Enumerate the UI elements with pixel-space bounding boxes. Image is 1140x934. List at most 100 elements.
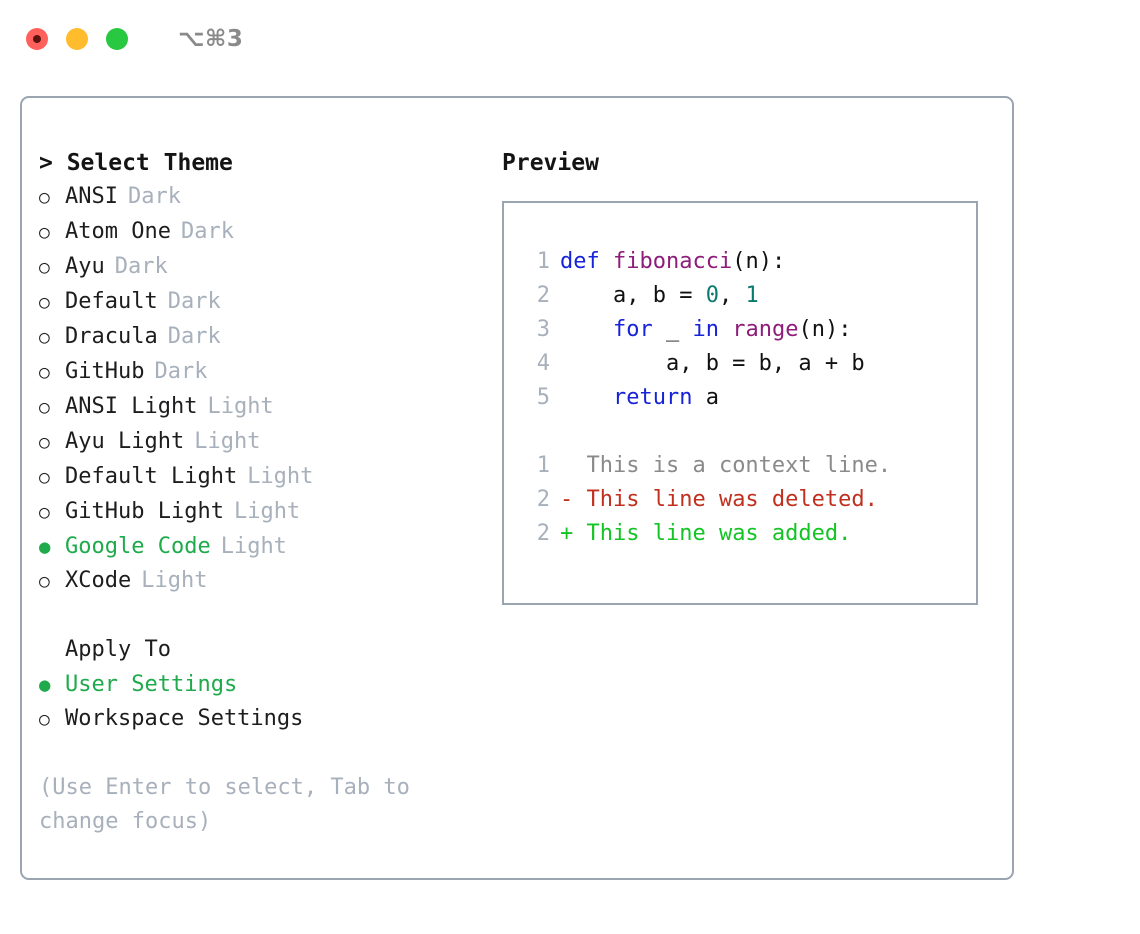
- radio-unselected-icon: ○: [39, 257, 50, 278]
- theme-option-tag: Light: [207, 394, 274, 419]
- code-line: 1 def fibonacci(n):: [522, 245, 976, 279]
- diff-line-text: This is a context line.: [573, 453, 892, 478]
- code-token-pl: a: [692, 385, 719, 410]
- code-token-pl: [719, 317, 732, 342]
- list-spacer: [39, 599, 479, 633]
- keyboard-hint: (Use Enter to select, Tab to change focu…: [39, 775, 410, 834]
- code-token-pl: _: [652, 317, 693, 342]
- theme-option-label: XCode: [65, 568, 132, 593]
- maximize-button[interactable]: [106, 28, 128, 50]
- minimize-button[interactable]: [66, 28, 88, 50]
- theme-option-label: Ayu: [65, 254, 105, 279]
- code-token-pl: [560, 317, 613, 342]
- theme-option-tag: Dark: [127, 184, 181, 209]
- code-line-number: 4: [536, 351, 550, 376]
- code-token-pl: (n):: [798, 317, 852, 342]
- radio-unselected-icon: ○: [39, 571, 50, 592]
- code-line: 5 return a: [522, 381, 976, 415]
- diff-line-number: 2: [536, 521, 550, 546]
- code-token-kw: return: [612, 385, 693, 410]
- theme-option-label: Ayu Light: [65, 429, 185, 454]
- diff-line-number: 2: [536, 487, 550, 512]
- code-line-text: def fibonacci(n):: [560, 245, 785, 279]
- theme-option-tag: Dark: [180, 219, 234, 244]
- diff-marker: [560, 449, 573, 483]
- preview-title: Preview: [502, 150, 599, 176]
- radio-unselected-icon: ○: [39, 187, 50, 208]
- diff-line-deleted: 2- This line was deleted.: [522, 483, 976, 517]
- code-token-pl: a, b =: [560, 283, 706, 308]
- apply-to-option-user-settings[interactable]: ●User Settings: [39, 668, 479, 702]
- diff-line-text: This line was deleted.: [573, 487, 878, 512]
- apply-to-option-label: Workspace Settings: [65, 706, 304, 731]
- theme-option-tag: Light: [141, 568, 208, 593]
- code-token-kw: in: [692, 317, 719, 342]
- diff-marker: +: [560, 521, 574, 546]
- radio-unselected-icon: ○: [39, 222, 50, 243]
- code-token-pl: [560, 385, 613, 410]
- apply-to-title-indent: [39, 634, 65, 668]
- diff-line-added: 2 + This line was added.: [522, 517, 976, 551]
- code-line: 2 a, b = 0, 1: [522, 279, 976, 313]
- theme-option-label: Default: [65, 289, 158, 314]
- code-line-number: 2: [536, 283, 550, 308]
- apply-to-option-workspace-settings[interactable]: ○ Workspace Settings: [39, 702, 479, 737]
- radio-unselected-icon: ○: [39, 502, 50, 523]
- theme-option-label: Google Code: [65, 534, 211, 559]
- diff-line-context: 1 This is a context line.: [522, 449, 976, 483]
- theme-option-tag: Dark: [154, 359, 208, 384]
- code-line: 4 a, b = b, a + b: [522, 347, 976, 381]
- theme-option-tag: Light: [194, 429, 261, 454]
- radio-unselected-icon: ○: [39, 292, 50, 313]
- diff-line-number: 1: [536, 453, 550, 478]
- theme-list-title: > Select Theme: [39, 150, 233, 176]
- code-token-pl: (n):: [732, 249, 786, 274]
- theme-option-label: ANSI: [65, 184, 118, 209]
- title-bar: ⌥⌘3: [0, 0, 1140, 78]
- code-token-pl: ,: [718, 283, 746, 308]
- apply-to-option-list: ●User Settings ○ Workspace Settings: [39, 668, 479, 737]
- theme-option-label: GitHub Light: [65, 499, 224, 524]
- apply-to-title-label: Apply To: [65, 637, 171, 662]
- code-token-num: 1: [745, 283, 759, 308]
- radio-unselected-icon: ○: [39, 467, 50, 488]
- radio-selected-icon: ●: [39, 536, 51, 558]
- radio-unselected-icon: ○: [39, 327, 50, 348]
- close-button[interactable]: [26, 28, 48, 50]
- theme-option-tag: Dark: [167, 324, 221, 349]
- radio-unselected-icon: ○: [39, 362, 50, 383]
- theme-option-xcode[interactable]: ○ XCode Light: [39, 564, 479, 599]
- radio-unselected-icon: ○: [39, 709, 50, 730]
- code-token-num: 0: [705, 283, 719, 308]
- code-line-text: return a: [560, 381, 719, 415]
- code-token-pl: a, b = b, a + b: [560, 351, 865, 376]
- code-line-text: a, b = b, a + b: [560, 347, 865, 381]
- radio-unselected-icon: ○: [39, 432, 50, 453]
- code-line-number: 1: [536, 249, 550, 274]
- theme-option-label: Default Light: [65, 464, 238, 489]
- apply-to-option-label: User Settings: [65, 672, 238, 697]
- diff-line-text: This line was added.: [573, 521, 852, 546]
- theme-option-ayu-light[interactable]: ○ Ayu Light Light: [39, 425, 479, 460]
- theme-option-github[interactable]: ○ GitHub Dark: [39, 355, 479, 390]
- theme-option-label: GitHub: [65, 359, 145, 384]
- theme-option-github-light[interactable]: ○ GitHub Light Light: [39, 495, 479, 530]
- keyboard-shortcut-label: ⌥⌘3: [178, 26, 244, 52]
- theme-option-tag: Light: [233, 499, 301, 524]
- code-line-number: 5: [536, 385, 550, 410]
- theme-option-ansi[interactable]: ○ ANSI Dark: [39, 180, 479, 215]
- code-token-kw: for: [612, 317, 653, 342]
- code-line-text: a, b = 0, 1: [560, 279, 759, 313]
